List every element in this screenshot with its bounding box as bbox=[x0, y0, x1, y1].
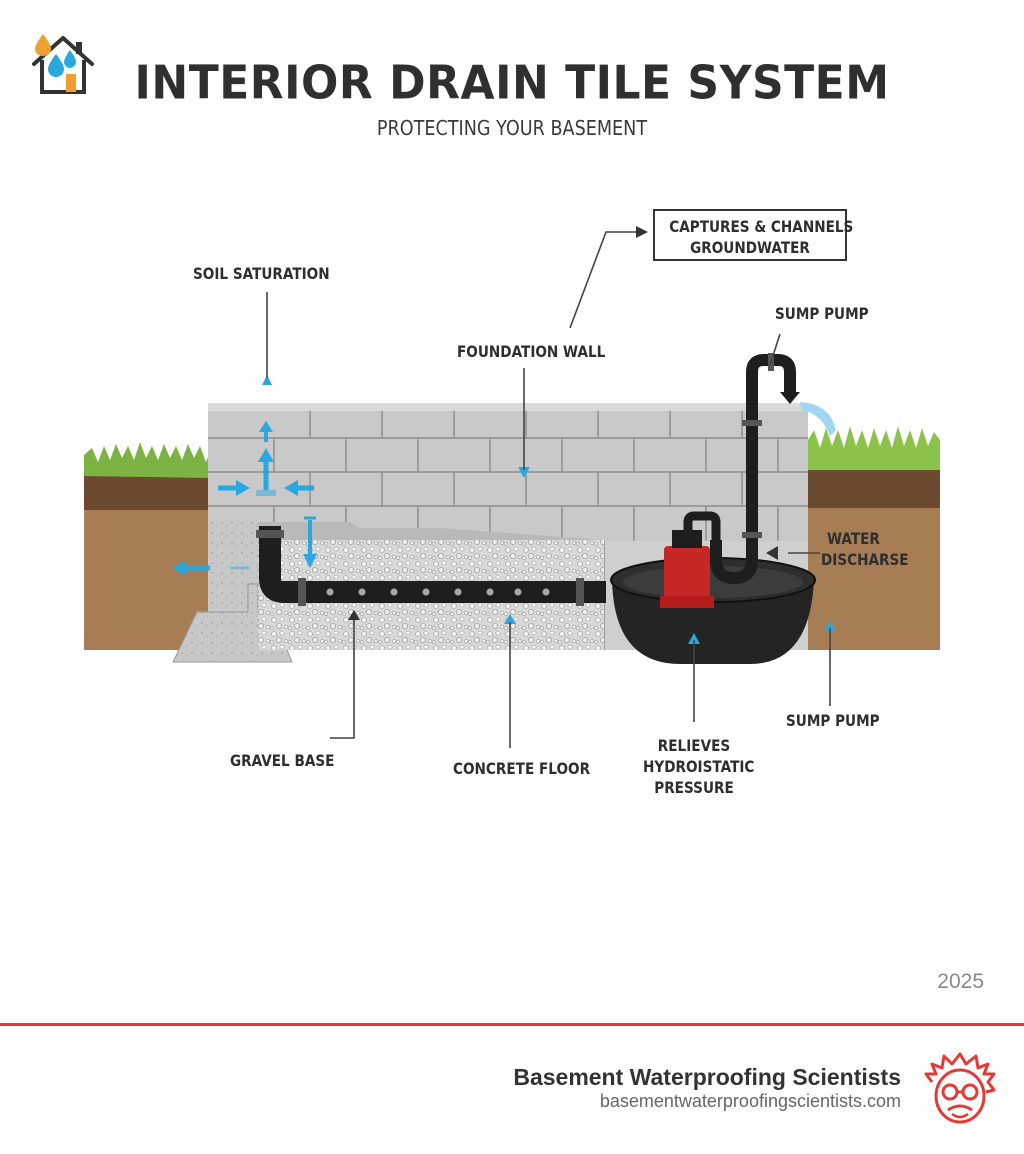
label-sump-pump-top: SUMP PUMP bbox=[775, 304, 869, 323]
right-soil bbox=[808, 426, 940, 650]
label-soil-saturation: SOIL SATURATION bbox=[193, 264, 330, 283]
page-title: INTERIOR DRAIN TILE SYSTEM bbox=[134, 56, 890, 111]
footer-divider bbox=[0, 1023, 1024, 1026]
company-website[interactable]: basementwaterproofingscientists.com bbox=[599, 1091, 901, 1111]
page-subtitle: PROTECTING YOUR BASEMENT bbox=[376, 116, 648, 140]
callout-line-2: GROUNDWATER bbox=[690, 238, 810, 257]
sump-pump bbox=[660, 511, 721, 608]
company-name: Basement Waterproofing Scientists bbox=[513, 1064, 901, 1090]
label-water-discharge-2: DISCHARSE bbox=[821, 550, 909, 569]
label-foundation-wall: FOUNDATION WALL bbox=[457, 342, 606, 361]
label-relieves-3: PRESSURE bbox=[654, 778, 734, 797]
drain-tile-diagram bbox=[84, 226, 940, 748]
sump-pit bbox=[610, 557, 816, 664]
leader-arrowheads bbox=[348, 226, 778, 620]
label-relieves-1: RELIEVES bbox=[657, 736, 731, 755]
callout-groundwater: CAPTURES & CHANNELS GROUNDWATER bbox=[653, 209, 854, 261]
label-sump-pump-bottom: SUMP PUMP bbox=[786, 711, 880, 730]
year-label: 2025 bbox=[937, 970, 984, 993]
label-relieves-2: HYDROISTATIC bbox=[643, 757, 755, 776]
label-concrete-floor: CONCRETE FLOOR bbox=[453, 759, 591, 778]
label-gravel-base: GRAVEL BASE bbox=[230, 751, 335, 770]
label-water-discharge-1: WATER bbox=[827, 529, 880, 548]
water-flow-arrows bbox=[172, 375, 836, 644]
leader-lines bbox=[266, 231, 831, 748]
left-soil bbox=[84, 442, 210, 650]
scientist-face-icon bbox=[924, 1052, 996, 1124]
house-water-drops-icon bbox=[32, 34, 94, 94]
callout-line-1: CAPTURES & CHANNELS bbox=[669, 217, 854, 236]
perforated-drain-pipe bbox=[256, 526, 606, 606]
